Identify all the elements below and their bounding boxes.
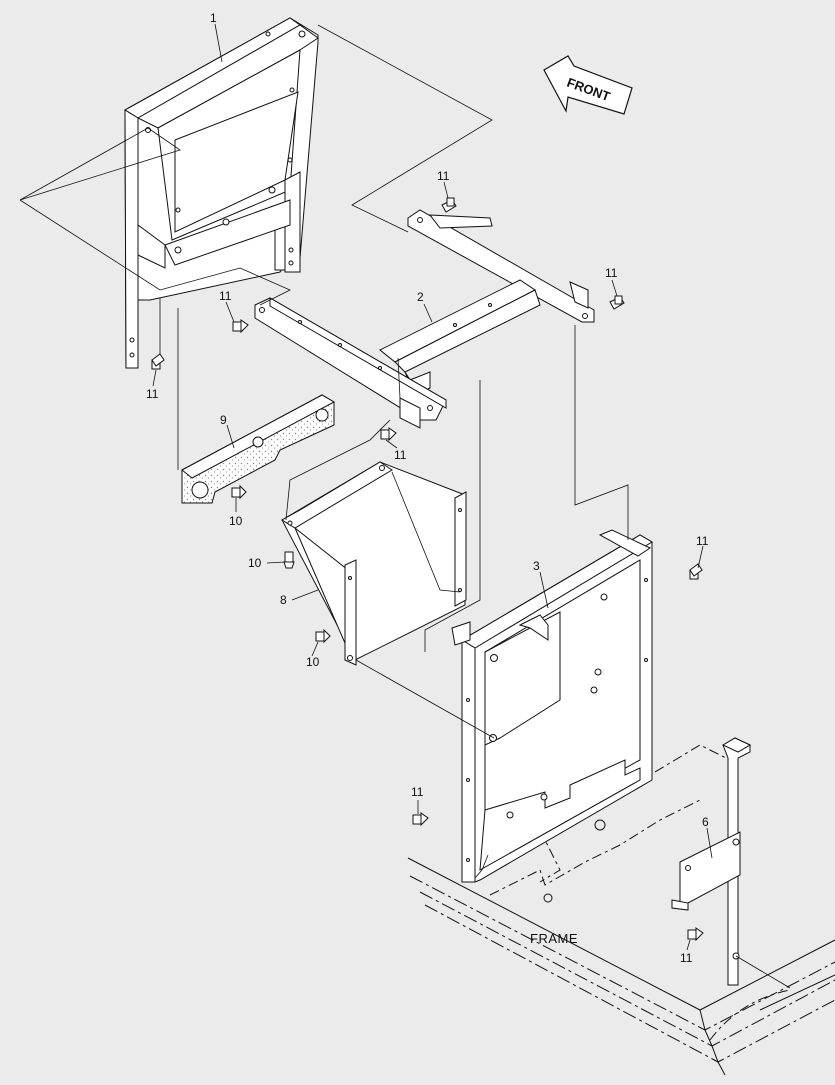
- callouts: 1 2 3 6 8 9 10 10 10 11 11 11 11 11 11 1…: [146, 11, 709, 965]
- callout-bolt-11-d: 11: [146, 387, 159, 401]
- leader-lines: [152, 23, 713, 951]
- part-8-panel: [281, 461, 467, 666]
- callout-part-8: 8: [280, 593, 287, 607]
- bolt-11-g: [412, 812, 429, 827]
- callout-part-6: 6: [702, 815, 709, 829]
- callout-bolt-11-a: 11: [437, 169, 450, 183]
- callout-bolt-11-g: 11: [411, 785, 424, 799]
- bolt-11-f: [689, 563, 703, 580]
- callout-bolt-11-h: 11: [680, 951, 693, 965]
- callout-bolt-10-a: 10: [229, 514, 243, 528]
- bolts: [151, 197, 704, 942]
- alignment-lines: [19, 24, 791, 989]
- callout-part-3: 3: [533, 559, 540, 573]
- callout-bolt-11-f: 11: [696, 534, 709, 548]
- bolt-11-a: [441, 197, 457, 213]
- callout-bolt-11-b: 11: [605, 266, 618, 280]
- part-3-frame: [451, 529, 653, 883]
- bolt-11-e: [380, 427, 397, 442]
- front-arrow: FRONT: [543, 55, 633, 115]
- bolt-10-b: [283, 551, 295, 569]
- bolt-11-c: [232, 319, 249, 334]
- bolt-11-d: [151, 353, 165, 370]
- callout-bolt-11-e: 11: [394, 448, 407, 462]
- bolt-10-c: [315, 628, 331, 644]
- callout-bolt-10-c: 10: [306, 655, 320, 669]
- callout-part-1: 1: [210, 11, 217, 25]
- part-2-crossmember: [254, 209, 595, 429]
- bolt-10-a: [231, 484, 247, 500]
- part-6-bracket: [671, 737, 752, 986]
- bolt-11-b: [609, 295, 625, 310]
- part-9-bracket: [181, 394, 336, 504]
- callout-part-9: 9: [220, 413, 227, 427]
- callout-bolt-11-c: 11: [219, 289, 232, 303]
- part-1-frame: [124, 17, 319, 369]
- bolt-11-h: [687, 927, 704, 942]
- callout-part-2: 2: [417, 290, 424, 304]
- frame-label: FRAME: [530, 931, 578, 946]
- callout-bolt-10-b: 10: [248, 556, 262, 570]
